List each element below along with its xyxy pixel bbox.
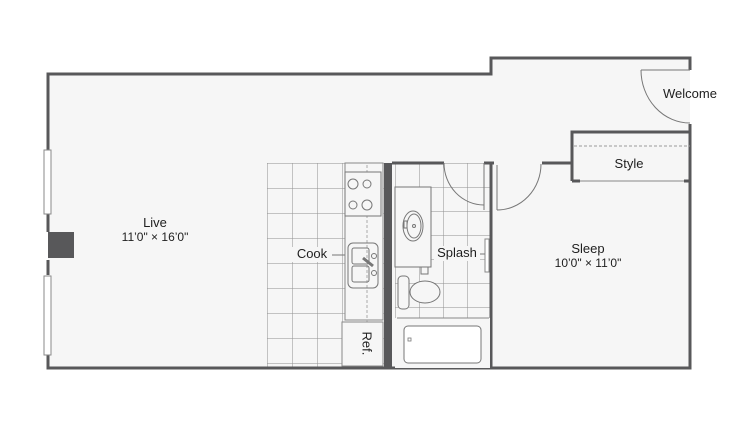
bath-vanity-sink [394, 186, 432, 275]
room-label-style: Style [605, 156, 653, 172]
room-label-sleep: Sleep 10’0" × 11’0" [538, 241, 638, 271]
room-label-live: Live 11’0" × 16’0" [105, 215, 205, 245]
room-name-style: Style [614, 156, 644, 171]
range-stove [344, 171, 382, 217]
room-label-welcome: Welcome [658, 86, 722, 102]
refrigerator-label: Ref. [359, 323, 374, 363]
refrigerator [341, 321, 384, 367]
entry-door[interactable] [640, 69, 691, 124]
room-label-cook: Cook [292, 246, 332, 262]
fireplace [48, 232, 74, 258]
bedroom-door[interactable] [496, 163, 542, 211]
room-dimensions-sleep: 10’0" × 11’0" [554, 255, 622, 270]
towel-bar [484, 238, 490, 273]
room-name-welcome: Welcome [663, 86, 717, 101]
closet [542, 130, 690, 183]
bathtub [395, 317, 490, 368]
room-name-cook: Cook [296, 246, 328, 261]
windows [43, 149, 52, 356]
double-sink [347, 242, 379, 289]
toilet [397, 275, 441, 310]
room-name-splash: Splash [437, 245, 477, 260]
bath-door[interactable] [443, 162, 485, 206]
room-dimensions-live: 11’0" × 16’0" [121, 229, 189, 244]
exterior-walls [46, 56, 692, 370]
room-name-live: Live [143, 215, 167, 230]
room-name-sleep: Sleep [571, 241, 605, 256]
refrigerator-label-text: Ref. [359, 331, 375, 356]
room-label-splash: Splash [434, 245, 480, 261]
